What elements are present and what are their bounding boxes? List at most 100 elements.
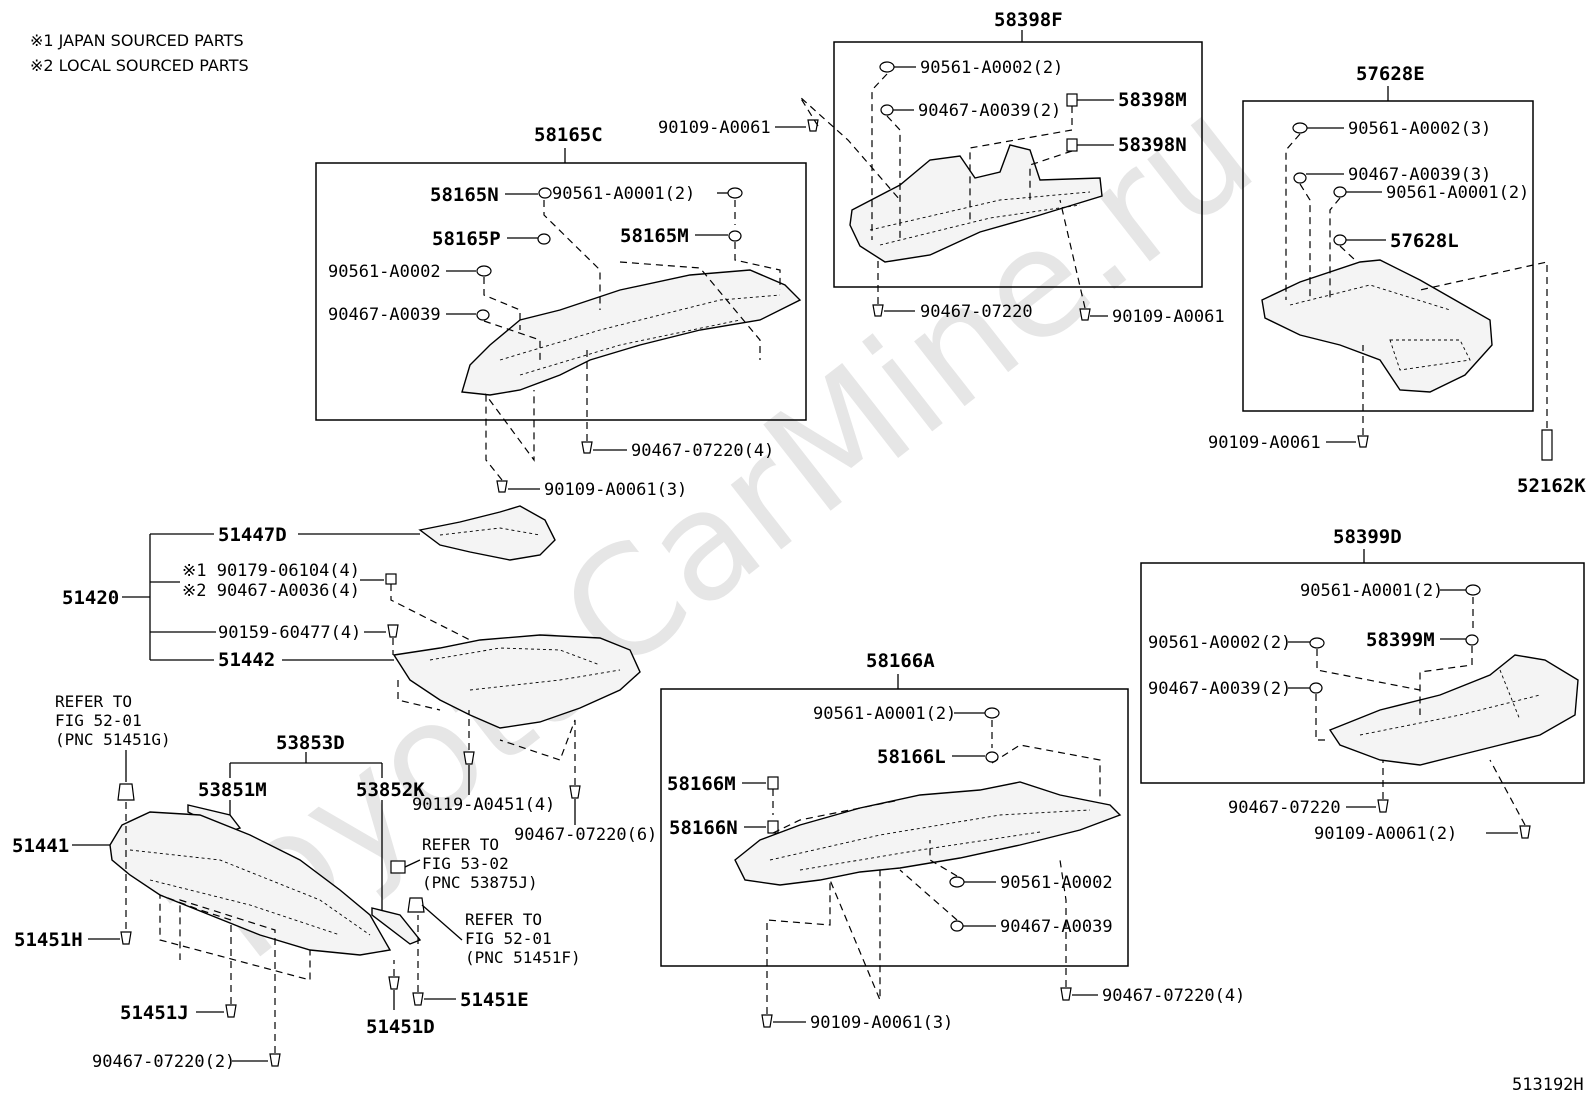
label-58398M[interactable]: 58398M [1118,89,1187,111]
label-51451J[interactable]: 51451J [120,1002,189,1024]
label-90109-A0061-3-58166A[interactable]: 90109-A0061(3) [810,1013,953,1033]
group-58165C: 58165C 58165N 90561-A0001(2) 58165P 5816… [315,124,807,500]
label-53853D[interactable]: 53853D [276,732,345,754]
clip-icon [537,233,551,245]
clip-icon [390,860,406,874]
label-90561-A0001-2-58166A[interactable]: 90561-A0001(2) [813,704,956,724]
label-51442[interactable]: 51442 [218,649,275,671]
clip-icon [1066,138,1078,152]
group-51441: REFER TO FIG 52-01 (PNC 51451G) 53853D 5… [12,692,581,1072]
nut-icon [385,573,397,585]
screw-icon [120,931,132,945]
label-90179-06104-4[interactable]: ※1 90179-06104(4) [182,561,360,581]
label-57628E[interactable]: 57628E [1356,63,1425,85]
label-90109-A0061-right[interactable]: 90109-A0061 [1112,307,1225,327]
part-58165C-cover[interactable] [461,269,802,396]
part-51442-cover[interactable] [392,634,641,729]
label-51420[interactable]: 51420 [62,587,119,609]
label-90467-A0039-2[interactable]: 90467-A0039(2) [918,101,1061,121]
label-90561-A0002-3[interactable]: 90561-A0002(3) [1348,119,1491,139]
clip-icon [1293,172,1307,184]
label-90467-07220-58399D[interactable]: 90467-07220 [1228,798,1341,818]
screw-icon [761,1014,773,1028]
label-90561-A0002-58165C[interactable]: 90561-A0002 [328,262,441,282]
bolt-icon [1309,637,1325,649]
clip-icon [950,920,964,932]
label-90159-60477-4[interactable]: 90159-60477(4) [218,623,361,643]
label-57628L[interactable]: 57628L [1390,230,1459,252]
part-53852K-bracket[interactable] [371,907,422,945]
label-90109-A0061-3-58165C[interactable]: 90109-A0061(3) [544,480,687,500]
screw-icon [412,992,424,1006]
refer-53875J-line3: (PNC 53875J) [422,873,538,892]
group-58398F: 58398F 90561-A0002(2) 90467-A0039(2) 583… [658,9,1225,327]
box-58399D [1140,562,1585,784]
box-58166A [660,688,1129,967]
bolt-icon [984,707,1000,719]
screw-icon [1519,825,1531,839]
refer-53875J-line1: REFER TO [422,835,499,854]
clip-icon [476,309,490,321]
label-90561-A0002-2-58399D[interactable]: 90561-A0002(2) [1148,633,1291,653]
label-90109-A0061-2-58399D[interactable]: 90109-A0061(2) [1314,824,1457,844]
label-51441[interactable]: 51441 [12,835,69,857]
figure-id: 513192H [1512,1075,1584,1095]
label-90109-A0061-left[interactable]: 90109-A0061 [658,118,771,138]
refer-51451G-line3: (PNC 51451G) [55,730,171,749]
label-90561-A0001-2-58399D[interactable]: 90561-A0001(2) [1300,581,1443,601]
label-90561-A0002-58166A[interactable]: 90561-A0002 [1000,873,1113,893]
screw-icon [387,624,399,638]
part-51441-cover[interactable] [109,811,392,956]
clip-icon [1333,234,1347,246]
screw-icon [1357,435,1369,448]
label-90467-07220-6[interactable]: 90467-07220(6) [514,825,657,845]
label-58166M[interactable]: 58166M [667,773,736,795]
label-90109-A0061-57628E[interactable]: 90109-A0061 [1208,433,1321,453]
label-90467-A0036-4[interactable]: ※2 90467-A0036(4) [182,581,360,601]
label-90467-07220-2[interactable]: 90467-07220(2) [92,1052,235,1072]
label-53852K[interactable]: 53852K [356,779,425,801]
label-58165M[interactable]: 58165M [620,225,689,247]
label-58165N[interactable]: 58165N [430,184,499,206]
label-90467-A0039-58165C[interactable]: 90467-A0039 [328,305,441,325]
label-90561-A0001-2-57628E[interactable]: 90561-A0001(2) [1386,183,1529,203]
label-90119-A0451-4[interactable]: 90119-A0451(4) [412,795,555,815]
part-58399D-cover[interactable] [1328,654,1579,766]
label-58166L[interactable]: 58166L [877,746,946,768]
group-58166A: 58166A 90561-A0001(2) 58166L 58166M 5816… [660,650,1245,1033]
label-90561-A0001-2-58165C[interactable]: 90561-A0001(2) [552,184,695,204]
label-58399D[interactable]: 58399D [1333,526,1402,548]
part-58398F-cover[interactable] [849,144,1103,263]
part-57628E-cover[interactable] [1261,259,1493,393]
clip-icon [880,104,894,116]
label-90467-07220-4-58165C[interactable]: 90467-07220(4) [631,441,774,461]
label-58398N[interactable]: 58398N [1118,134,1187,156]
refer-51451G-line1: REFER TO [55,692,132,711]
label-90467-A0039-58166A[interactable]: 90467-A0039 [1000,917,1113,937]
label-51451D[interactable]: 51451D [366,1016,435,1038]
part-51447D-cover[interactable] [418,505,556,561]
clip-icon [117,783,135,801]
label-58165P[interactable]: 58165P [432,228,501,250]
label-51447D[interactable]: 51447D [218,524,287,546]
part-58166A-cover[interactable] [734,781,1122,886]
label-90561-A0002-2[interactable]: 90561-A0002(2) [920,58,1063,78]
label-53851M[interactable]: 53851M [198,779,267,801]
group-57628E: 57628E 90561-A0002(3) 90467-A0039(3) 905… [1208,63,1586,497]
label-58398F[interactable]: 58398F [994,9,1063,31]
label-51451E[interactable]: 51451E [460,989,529,1011]
label-90467-A0039-2-58399D[interactable]: 90467-A0039(2) [1148,679,1291,699]
label-90467-A0039-3[interactable]: 90467-A0039(3) [1348,165,1491,185]
label-51451H[interactable]: 51451H [14,929,83,951]
label-90467-07220-58398F[interactable]: 90467-07220 [920,302,1033,322]
screw-icon [581,441,593,454]
screw-icon [1079,308,1091,321]
label-52162K[interactable]: 52162K [1517,475,1586,497]
bolt-icon [949,876,965,888]
group-58399D: 58399D 90561-A0001(2) 90561-A0002(2) 583… [1140,526,1585,844]
label-58166N[interactable]: 58166N [669,817,738,839]
label-58399M[interactable]: 58399M [1366,629,1435,651]
label-58165C[interactable]: 58165C [534,124,603,146]
label-90467-07220-4-58166A[interactable]: 90467-07220(4) [1102,986,1245,1006]
label-58166A[interactable]: 58166A [866,650,935,672]
